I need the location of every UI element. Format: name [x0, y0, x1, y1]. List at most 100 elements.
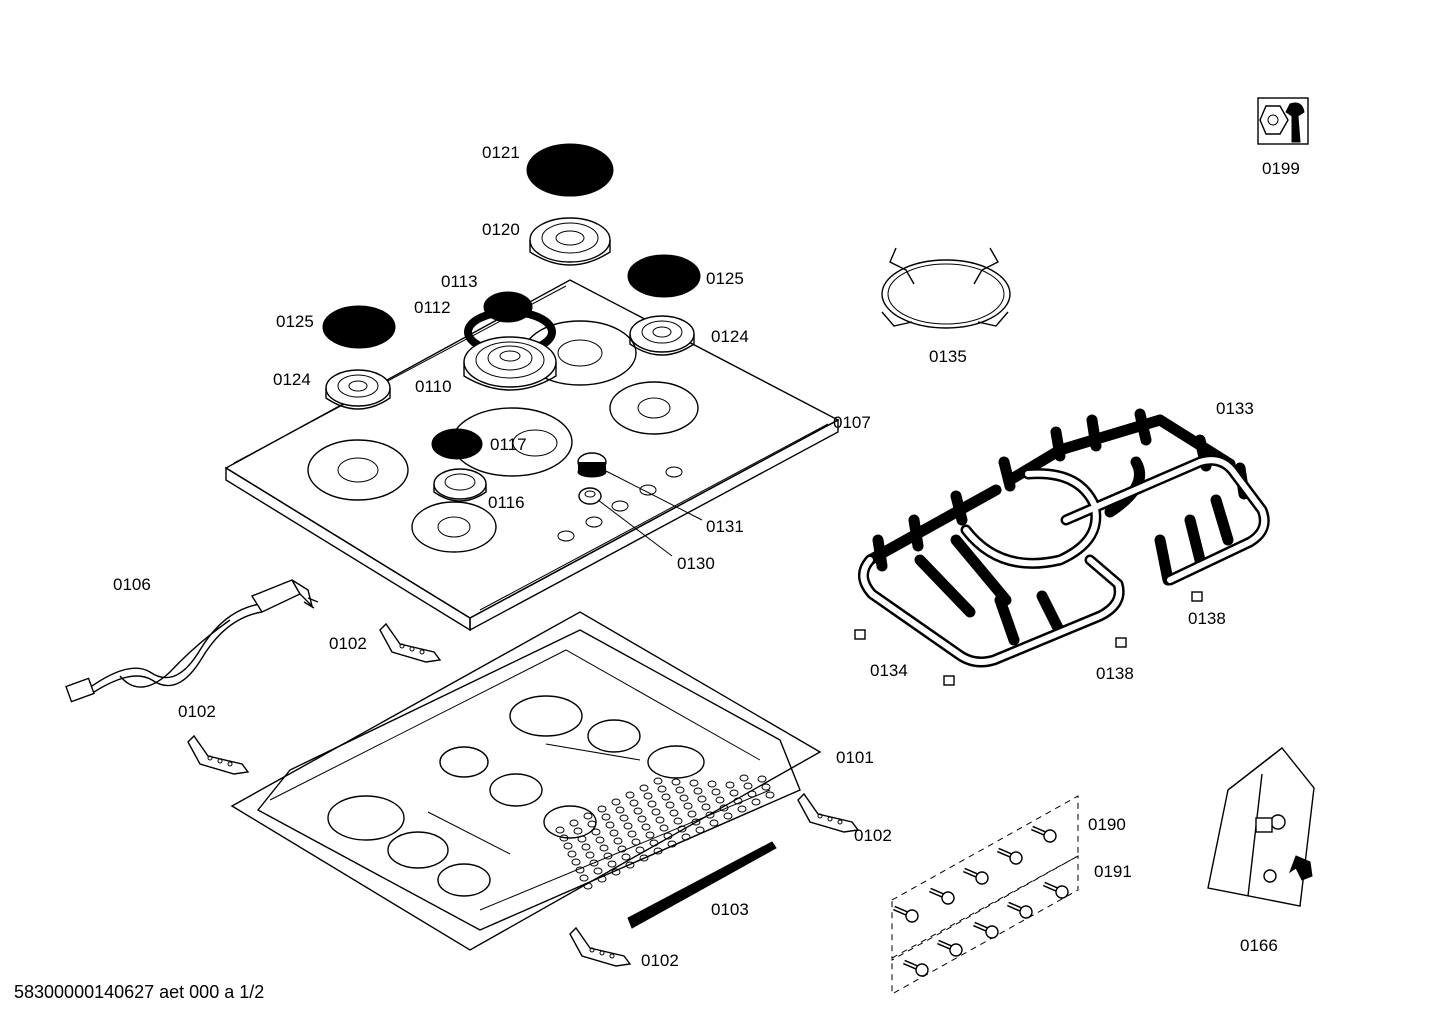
vent-hole — [589, 859, 599, 867]
part-label-0121: 0121 — [482, 143, 520, 162]
vent-hole — [647, 800, 657, 808]
vent-hole — [645, 831, 655, 839]
vent-hole — [719, 804, 729, 812]
drawing-reference-number: 58300000140627 aet 000 a 1/2 — [14, 982, 265, 1002]
vent-hole — [555, 826, 565, 834]
vent-hole — [581, 843, 591, 851]
vent-hole — [711, 788, 721, 796]
vent-hole — [639, 854, 649, 862]
vent-hole — [611, 798, 621, 806]
vent-hole — [599, 844, 609, 852]
vent-hole — [597, 805, 607, 813]
part-label-0107: 0107 — [833, 413, 871, 432]
vent-hole — [615, 806, 625, 814]
screw — [1007, 901, 1033, 919]
part-label-0138-left: 0138 — [1096, 664, 1134, 683]
gas-conversion-kit-icon — [1207, 747, 1315, 907]
vent-hole — [649, 839, 659, 847]
part-label-0102-top: 0102 — [329, 634, 367, 653]
part-label-0125-right: 0125 — [706, 269, 744, 288]
rubber-feet — [854, 591, 1203, 686]
part-label-0102-bottom: 0102 — [641, 951, 679, 970]
vent-hole — [729, 789, 739, 797]
vent-hole — [611, 868, 621, 876]
part-label-0138-right: 0138 — [1188, 609, 1226, 628]
vent-hole — [609, 829, 619, 837]
vent-hole — [651, 808, 661, 816]
vent-hole — [663, 832, 673, 840]
vent-hole — [757, 775, 767, 783]
part-label-0116: 0116 — [488, 493, 525, 512]
vent-hole — [733, 797, 743, 805]
vent-hole — [569, 819, 579, 827]
screw — [963, 867, 989, 885]
vent-hole — [607, 860, 617, 868]
vent-hole — [765, 791, 775, 799]
vent-hole — [747, 790, 757, 798]
vent-hole — [567, 850, 577, 858]
control-knob — [577, 452, 703, 521]
vent-hole — [705, 811, 715, 819]
vent-hole — [697, 795, 707, 803]
vent-hole — [583, 812, 593, 820]
part-label-0133: 0133 — [1216, 399, 1254, 418]
pan-support-grate — [858, 408, 1270, 668]
fixing-brackets — [187, 622, 860, 967]
vent-hole — [621, 853, 631, 861]
vent-hole — [579, 874, 589, 882]
part-label-0102-right: 0102 — [854, 826, 892, 845]
part-label-0166: 0166 — [1240, 936, 1278, 955]
vent-hole — [681, 833, 691, 841]
vent-hole — [617, 845, 627, 853]
vent-hole — [707, 780, 717, 788]
vent-hole — [625, 791, 635, 799]
hob-top-plate — [224, 279, 840, 632]
vent-hole — [669, 809, 679, 817]
vent-hole — [571, 858, 581, 866]
part-label-0117: 0117 — [490, 435, 527, 454]
part-label-0191: 0191 — [1094, 862, 1132, 881]
vent-hole — [739, 774, 749, 782]
part-label-0125-left: 0125 — [276, 312, 314, 331]
mains-cable — [65, 579, 319, 703]
vent-hole — [677, 825, 687, 833]
vent-hole — [665, 801, 675, 809]
vent-hole — [653, 777, 663, 785]
vent-hole — [683, 802, 693, 810]
screw — [973, 921, 999, 939]
screw — [1031, 825, 1057, 843]
vent-hole — [639, 784, 649, 792]
part-label-0124-left: 0124 — [273, 370, 311, 389]
part-label-0190: 0190 — [1088, 815, 1126, 834]
vent-hole — [577, 835, 587, 843]
vent-hole — [701, 803, 711, 811]
wok-ring-support — [881, 247, 1011, 329]
part-label-0106: 0106 — [113, 575, 151, 594]
vent-hole — [575, 866, 585, 874]
vent-hole — [661, 793, 671, 801]
part-label-0112: 0112 — [414, 298, 451, 317]
burner-caps — [322, 143, 701, 502]
vent-hole — [687, 810, 697, 818]
part-label-0110: 0110 — [415, 377, 452, 396]
vent-hole — [673, 817, 683, 825]
part-label-0135: 0135 — [929, 347, 967, 366]
vent-hole — [751, 798, 761, 806]
vent-hole — [573, 827, 583, 835]
vent-hole — [601, 813, 611, 821]
vent-hole — [631, 838, 641, 846]
vent-hole — [603, 852, 613, 860]
screw — [997, 847, 1023, 865]
vent-hole — [715, 796, 725, 804]
vent-hole — [595, 836, 605, 844]
part-label-0199: 0199 — [1262, 159, 1300, 178]
vent-hole — [723, 812, 733, 820]
part-label-0131: 0131 — [706, 517, 744, 536]
vent-hole — [671, 778, 681, 786]
vent-hole — [679, 794, 689, 802]
vent-hole — [625, 861, 635, 869]
screw — [893, 905, 919, 923]
vent-hole — [657, 785, 667, 793]
screw — [937, 939, 963, 957]
